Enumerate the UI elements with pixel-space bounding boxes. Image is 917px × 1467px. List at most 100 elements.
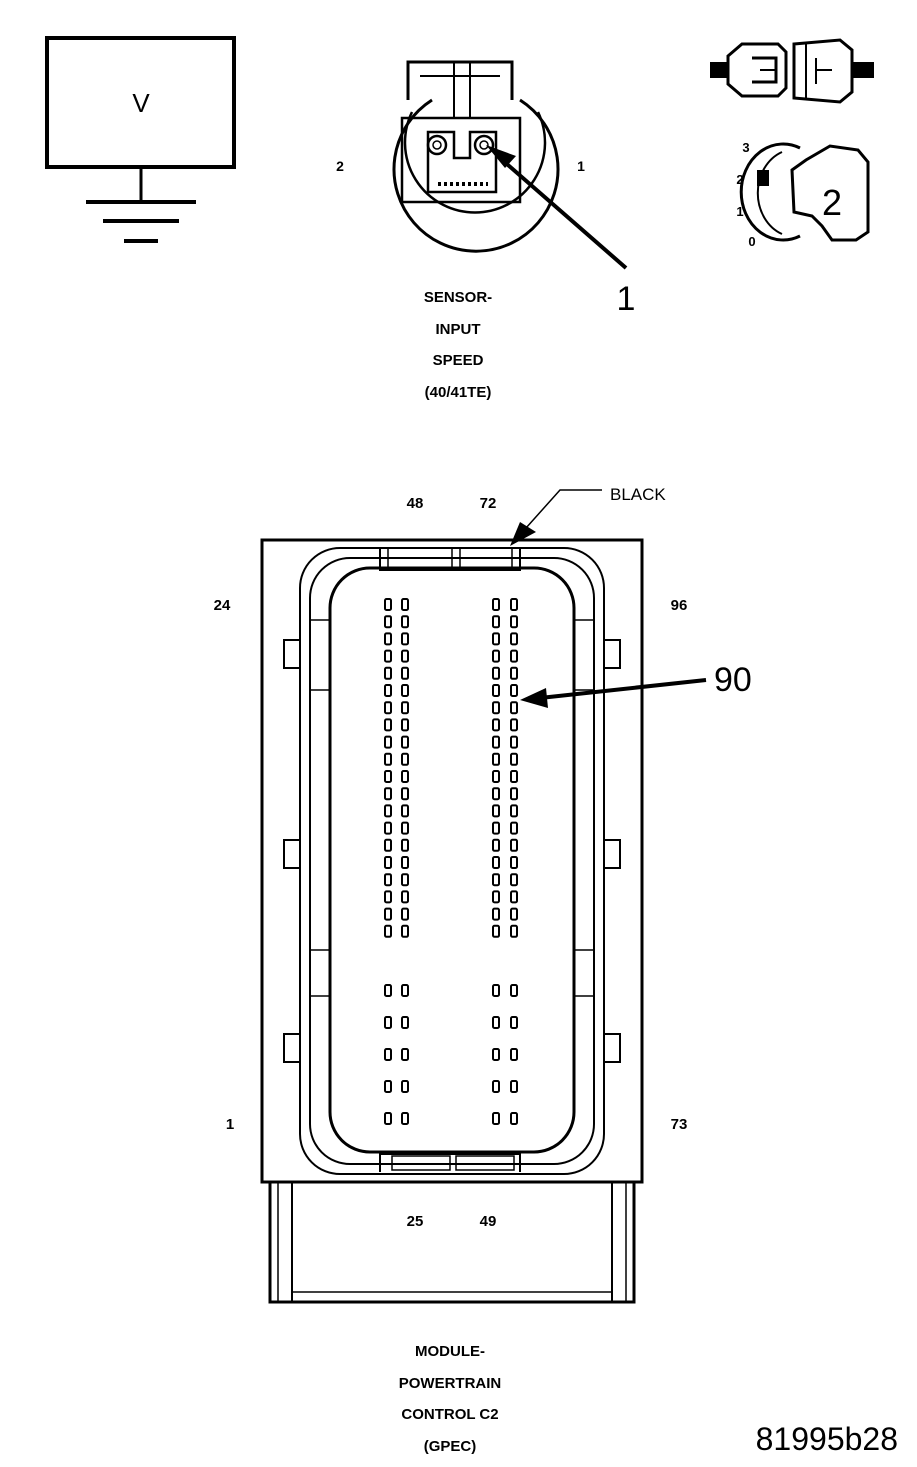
pin-cavity (401, 701, 409, 715)
pin-cavity (401, 787, 409, 801)
pin-cavity (510, 752, 518, 766)
pin-cavity (510, 632, 518, 646)
pin-cavity (401, 804, 409, 818)
pin-cavity (401, 649, 409, 663)
pin-cavity (510, 838, 518, 852)
ignition-key-label: 2 (822, 182, 842, 223)
pcm-pin-73-label: 73 (671, 1116, 688, 1133)
pin-cavity (492, 770, 500, 783)
pin-cavity (492, 735, 500, 749)
pin-cavity (492, 873, 500, 887)
pin-cavity (492, 752, 500, 766)
color-callout-arrow (510, 489, 602, 546)
pin-cavity (401, 684, 409, 697)
pin-cavity (492, 684, 500, 697)
pin-cavity (492, 1080, 500, 1093)
pin-cavity (492, 1112, 500, 1125)
pin-cavity (384, 1048, 392, 1061)
ignition-position-1: 1 (736, 204, 743, 219)
voltmeter-icon (45, 36, 236, 243)
pin-cavity (401, 1080, 409, 1093)
sensor-pin-2-label: 2 (336, 158, 344, 174)
pcm-caption-line-2: POWERTRAIN (399, 1375, 502, 1392)
voltmeter-label: V (132, 88, 150, 118)
pin-cavity (384, 718, 392, 732)
pin-cavity (384, 770, 392, 783)
pin-cavity (510, 684, 518, 697)
pin-cavity (492, 787, 500, 801)
pin-cavity (384, 1016, 392, 1029)
pin-cavity (384, 632, 392, 646)
ignition-position-0: 0 (748, 234, 755, 249)
pin-cavity (492, 666, 500, 680)
ignition-key-icon (739, 142, 870, 242)
pcm-caption-line-3: CONTROL C2 (401, 1406, 498, 1423)
pcm-caption-line-1: MODULE- (415, 1343, 485, 1360)
pcm-caption-line-4: (GPEC) (424, 1438, 477, 1455)
pcm-pin-96-label: 96 (671, 597, 688, 614)
pcm-pin-24-label: 24 (214, 597, 231, 614)
sensor-pin-1-label: 1 (577, 158, 585, 174)
pin-cavity (510, 770, 518, 783)
pin-cavity (401, 752, 409, 766)
pcm-pin-48-label: 48 (407, 495, 424, 512)
pin-cavity (401, 615, 409, 629)
pin-cavity (384, 821, 392, 835)
pcm-callout-number: 90 (714, 661, 752, 699)
pin-cavity (401, 873, 409, 887)
pin-cavity (510, 666, 518, 680)
sensor-callout-number: 1 (617, 280, 636, 318)
pin-cavity (401, 1112, 409, 1125)
pin-cavity (492, 701, 500, 715)
pin-cavity (401, 1048, 409, 1061)
pin-cavity (384, 1112, 392, 1125)
pcm-callout-arrow (520, 678, 707, 708)
pin-cavity (492, 804, 500, 818)
pcm-pin-25-label: 25 (407, 1213, 424, 1230)
pin-cavity (492, 924, 500, 938)
pin-cavity (384, 666, 392, 680)
pin-cavity (492, 615, 500, 629)
pin-cavity (510, 735, 518, 749)
ignition-position-3: 3 (742, 140, 749, 155)
sensor-caption-line-2: INPUT (436, 321, 481, 338)
pin-cavity (401, 838, 409, 852)
pin-cavity (492, 718, 500, 732)
pin-cavity (401, 632, 409, 646)
pin-cavity (384, 856, 392, 869)
pin-cavity (510, 701, 518, 715)
pin-cavity (401, 924, 409, 938)
pin-cavity (401, 984, 409, 997)
figure-id: 81995b28 (756, 1421, 898, 1457)
pin-cavity (510, 856, 518, 869)
pin-cavity (401, 907, 409, 921)
pcm-color-label: BLACK (610, 485, 666, 504)
pin-cavity (510, 598, 518, 611)
pin-cavity (492, 1048, 500, 1061)
pin-cavity (510, 718, 518, 732)
pin-cavity (401, 856, 409, 869)
pin-cavity (384, 649, 392, 663)
pin-cavity (401, 718, 409, 732)
pcm-connector-icon (260, 538, 644, 1304)
pin-cavity (384, 598, 392, 611)
pin-cavity (510, 615, 518, 629)
pin-cavity (510, 924, 518, 938)
pin-cavity (510, 787, 518, 801)
pin-cavity (510, 804, 518, 818)
pin-cavity (510, 907, 518, 921)
pin-cavity (401, 735, 409, 749)
pin-cavity (384, 907, 392, 921)
pcm-pin-1-label: 1 (226, 1116, 234, 1133)
pin-cavity (492, 838, 500, 852)
pin-cavity (384, 615, 392, 629)
pin-cavity (492, 907, 500, 921)
sensor-connector-icon (392, 60, 560, 253)
pin-cavity (492, 821, 500, 835)
pin-cavity (401, 666, 409, 680)
pcm-pin-49-label: 49 (480, 1213, 497, 1230)
pin-cavity (384, 752, 392, 766)
pin-cavity (510, 821, 518, 835)
pin-cavity (401, 821, 409, 835)
